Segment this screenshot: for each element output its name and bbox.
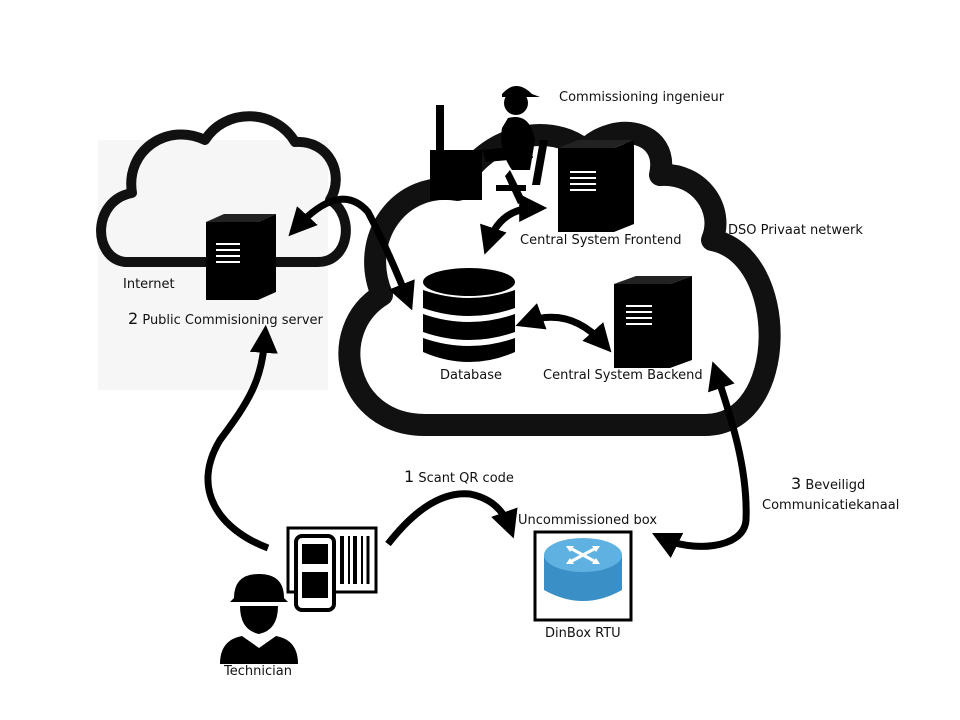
arrow-technician-public-server [204, 324, 278, 552]
arrow-public-server-database [288, 195, 415, 311]
secure-channel-label-line1: 3 Beveiligd [791, 476, 865, 494]
arrow-engineer-frontend-database [480, 194, 548, 255]
dinbox-label: DinBox RTU [545, 626, 621, 641]
arrow-database-backend [515, 303, 612, 353]
engineer-label: Commissioning ingenieur [559, 90, 725, 105]
step-1-number: 1 [404, 467, 415, 486]
private-network-label: DSO Privaat netwerk [728, 223, 863, 238]
internet-label: Internet [123, 277, 175, 292]
arrow-scan-qr-code [385, 490, 518, 547]
scan-qr-label: 1 Scant QR code [404, 469, 514, 487]
database-icon [423, 268, 515, 362]
arrow-secure-channel [651, 361, 750, 559]
uncommissioned-label: Uncommissioned box [518, 513, 658, 528]
engineer-at-desk-icon [430, 86, 548, 204]
backend-server-icon [614, 276, 692, 368]
step-2-number: 2 [128, 309, 139, 328]
frontend-label: Central System Frontend [520, 233, 682, 248]
public-server-icon [206, 214, 276, 300]
router-icon [533, 530, 633, 622]
scan-qr-text: Scant QR code [418, 471, 514, 486]
database-label: Database [440, 368, 503, 383]
public-server-text: Public Commisioning server [142, 313, 323, 328]
step-3-number: 3 [791, 474, 802, 493]
technician-label: Technician [224, 664, 292, 679]
frontend-server-icon [558, 140, 634, 232]
secure-channel-text-1: Beveiligd [805, 478, 866, 493]
public-server-label: 2 Public Commisioning server [128, 311, 323, 329]
secure-channel-label-line2: Communicatiekanaal [762, 498, 900, 513]
backend-label: Central System Backend [543, 368, 703, 383]
barcode-scanner-icon [286, 526, 378, 612]
technician-icon [220, 574, 298, 664]
